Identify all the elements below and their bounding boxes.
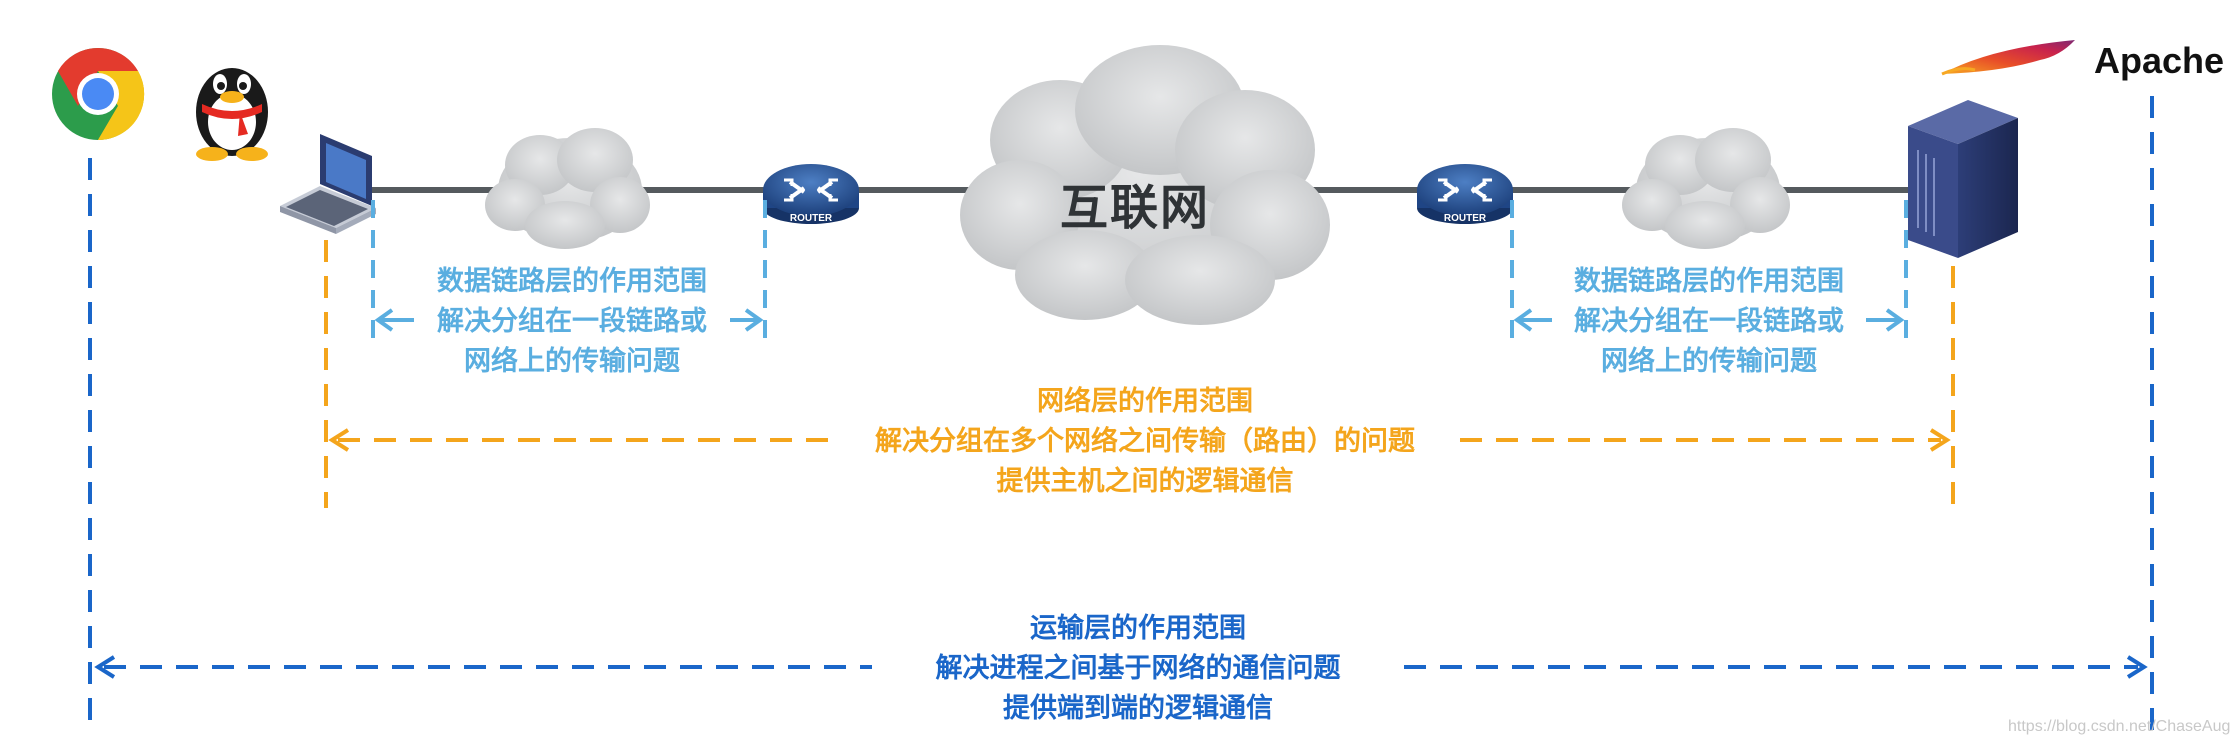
data-link-left-line2: 解决分组在一段链路或 bbox=[437, 306, 707, 337]
qq-penguin-logo bbox=[196, 68, 268, 161]
transport-layer-line2: 解决进程之间基于网络的通信问题 bbox=[935, 653, 1341, 684]
network-layer-indicator bbox=[324, 240, 1955, 508]
data-link-right-line3: 网络上的传输问题 bbox=[1601, 346, 1817, 377]
data-link-right-line1: 数据链路层的作用范围 bbox=[1574, 266, 1844, 297]
transport-layer-text: 运输层的作用范围 解决进程之间基于网络的通信问题 提供端到端的逻辑通信 bbox=[872, 609, 1404, 729]
chrome-logo bbox=[52, 47, 145, 141]
data-link-left-line3: 网络上的传输问题 bbox=[464, 346, 680, 377]
transport-layer-line1: 运输层的作用范围 bbox=[1030, 613, 1246, 644]
internet-label: 互联网 bbox=[1060, 180, 1211, 236]
data-link-right-text: 数据链路层的作用范围 解决分组在一段链路或 网络上的传输问题 bbox=[1552, 262, 1866, 382]
transport-layer-indicator bbox=[88, 96, 2154, 730]
data-link-layer-left-indicator bbox=[371, 200, 767, 340]
router-right-icon bbox=[1417, 164, 1513, 224]
transport-layer-line3: 提供端到端的逻辑通信 bbox=[1003, 693, 1273, 724]
router-right-label: ROUTER bbox=[1443, 213, 1487, 224]
network-layer-text: 网络层的作用范围 解决分组在多个网络之间传输（路由）的问题 提供主机之间的逻辑通… bbox=[830, 382, 1460, 502]
watermark-text: https://blog.csdn.net/ChaseAug bbox=[2008, 718, 2231, 735]
data-link-left-line1: 数据链路层的作用范围 bbox=[437, 266, 707, 297]
apache-feather-logo bbox=[1941, 40, 2075, 76]
apache-label: Apache bbox=[2094, 40, 2225, 81]
internet-cloud-icon bbox=[960, 45, 1330, 325]
router-left-icon bbox=[763, 164, 859, 224]
network-layer-line1: 网络层的作用范围 bbox=[1037, 386, 1253, 417]
data-link-right-line2: 解决分组在一段链路或 bbox=[1574, 306, 1844, 337]
server-icon bbox=[1908, 100, 2018, 258]
router-left-label: ROUTER bbox=[789, 213, 833, 224]
cloud-left-icon bbox=[485, 128, 650, 249]
laptop-icon bbox=[280, 134, 376, 234]
network-layer-line2: 解决分组在多个网络之间传输（路由）的问题 bbox=[875, 426, 1415, 457]
data-link-layer-right-indicator bbox=[1510, 200, 1908, 340]
data-link-left-text: 数据链路层的作用范围 解决分组在一段链路或 网络上的传输问题 bbox=[414, 262, 730, 382]
cloud-right-icon bbox=[1622, 128, 1790, 249]
network-layer-line3: 提供主机之间的逻辑通信 bbox=[996, 466, 1294, 497]
